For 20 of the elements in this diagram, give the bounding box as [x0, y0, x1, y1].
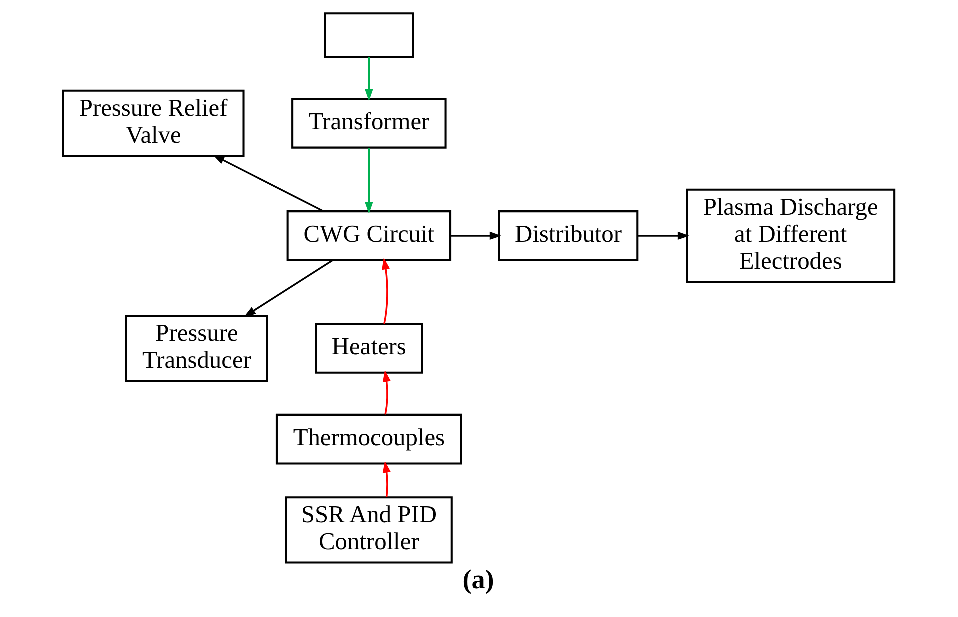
node-box: Transformer [292, 98, 447, 149]
node-box: Plasma Discharge at Different Electrodes [686, 188, 896, 284]
arrow [382, 370, 391, 415]
arrow [365, 57, 374, 102]
arrow [638, 232, 690, 240]
node-box: SSR And PID Controller [285, 496, 453, 564]
arrow [382, 461, 391, 498]
node-box: Thermocouples [276, 414, 462, 465]
node-box: Distributor [498, 210, 639, 262]
node-box: Heaters [315, 323, 424, 374]
arrow [365, 148, 374, 214]
arrow [212, 155, 324, 212]
node-box: Pressure Relief Valve [62, 90, 245, 157]
arrow [244, 260, 334, 317]
node-box: Pressure Transducer [125, 314, 268, 382]
caption: (a) [462, 564, 494, 594]
node-box [324, 12, 414, 58]
node-box: CWG Circuit [286, 210, 452, 262]
arrow [450, 232, 502, 240]
arrow [382, 258, 390, 324]
